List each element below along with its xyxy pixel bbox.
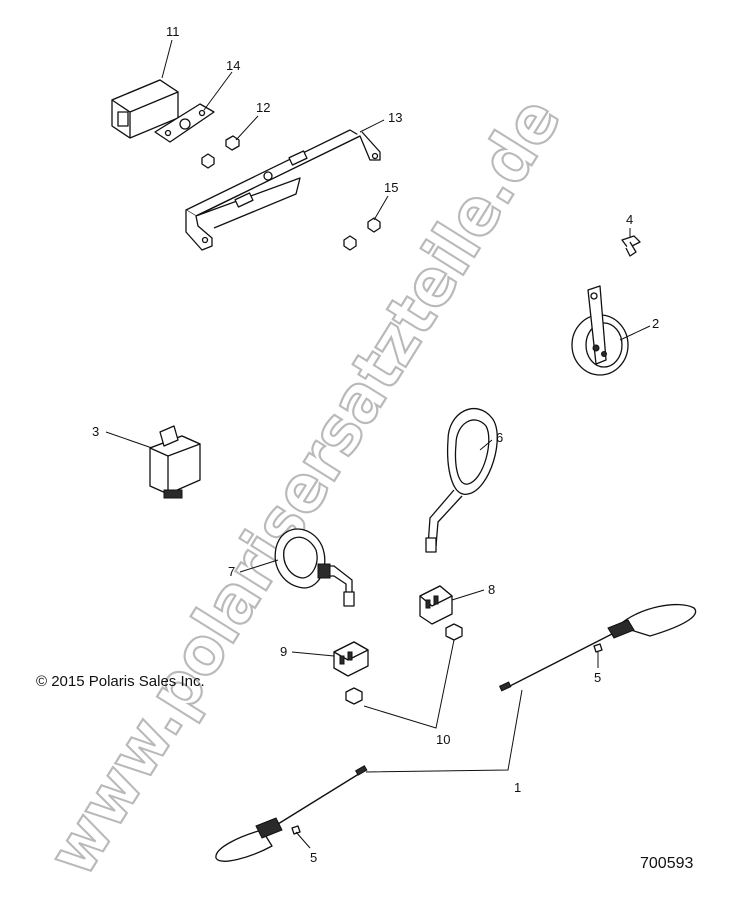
part-4-bolt: [621, 235, 641, 257]
part-1-turn-signal-left: [215, 765, 368, 862]
part-3-flasher-relay: [149, 425, 201, 499]
callout-14: 14: [226, 58, 240, 73]
callout-3: 3: [92, 424, 99, 439]
part-2-horn: [571, 285, 629, 376]
callout-11: 11: [166, 24, 180, 39]
leader-lines: [105, 39, 651, 849]
callout-1: 1: [514, 780, 521, 795]
callout-5-right: 5: [594, 670, 601, 685]
callout-7: 7: [228, 564, 235, 579]
callout-numbers: 11 14 12 13 15 4 2 3 6 7 8 9 5 10 1 5: [92, 24, 659, 865]
watermark: www.polarisersatzteile.de: [33, 84, 575, 888]
callout-6: 6: [496, 430, 503, 445]
callout-5-left: 5: [310, 850, 317, 865]
part-15-nuts: [343, 217, 381, 251]
part-5-screws: [291, 643, 603, 835]
callout-2: 2: [652, 316, 659, 331]
part-10-nuts: [345, 623, 463, 705]
callout-10: 10: [436, 732, 450, 747]
part-9-connector: [333, 641, 369, 677]
callout-8: 8: [488, 582, 495, 597]
callout-9: 9: [280, 644, 287, 659]
callout-13: 13: [388, 110, 402, 125]
part-13-bracket: [185, 129, 381, 251]
part-1-turn-signal-right: [498, 603, 697, 692]
callout-4: 4: [626, 212, 633, 227]
callout-15: 15: [384, 180, 398, 195]
part-11-connector-block: [111, 79, 179, 139]
drawing-number: 700593: [640, 855, 693, 872]
callout-12: 12: [256, 100, 270, 115]
part-8-connector: [419, 585, 453, 625]
copyright-notice: © 2015 Polaris Sales Inc.: [36, 673, 205, 690]
part-14-mounting-plate: [154, 103, 215, 143]
part-6-mirror-right: [425, 407, 498, 553]
part-12-nut: [201, 135, 240, 169]
part-7-mirror-left: [274, 528, 355, 607]
